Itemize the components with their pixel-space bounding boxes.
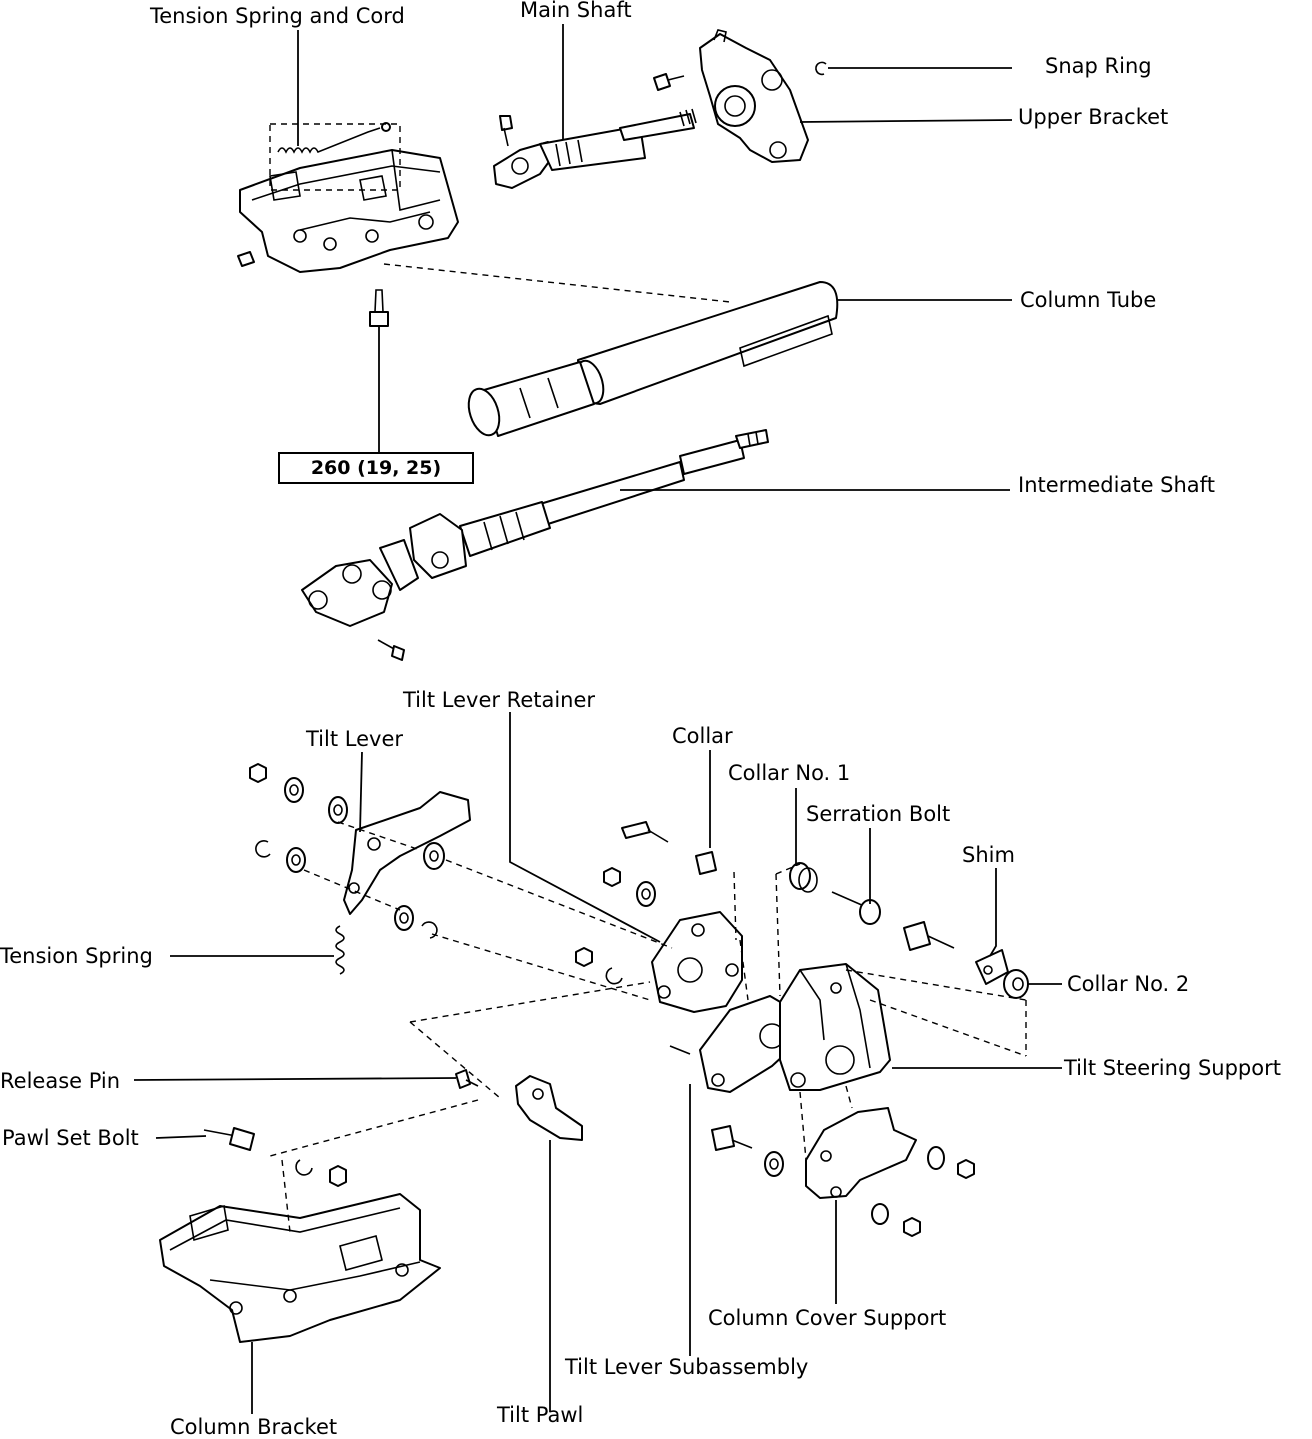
label-pawl-set-bolt: Pawl Set Bolt [2, 1126, 139, 1150]
label-collar: Collar [672, 724, 733, 748]
upper-bracket-bolt [653, 73, 685, 91]
shim-part [975, 949, 1009, 985]
label-tilt-pawl: Tilt Pawl [497, 1403, 584, 1427]
tension-spring-part [335, 925, 345, 975]
label-tilt-steering-support: Tilt Steering Support [1064, 1056, 1281, 1080]
label-collar-no1: Collar No. 1 [728, 761, 851, 785]
bracket-bolt-small [237, 251, 255, 267]
tilt-lever-part [343, 791, 471, 915]
pawl-set-bolt-part [203, 1127, 255, 1151]
cover-support-hardware [711, 1125, 975, 1237]
label-column-cover-support: Column Cover Support [708, 1306, 947, 1330]
leader-lines [133, 24, 1062, 1414]
label-shim: Shim [962, 843, 1015, 867]
label-intermediate-shaft: Intermediate Shaft [1018, 473, 1215, 497]
label-main-shaft: Main Shaft [520, 0, 632, 22]
label-release-pin: Release Pin [0, 1069, 121, 1093]
label-tilt-lever: Tilt Lever [306, 727, 403, 751]
serration-bolt-part [831, 891, 881, 925]
column-tube-part [467, 281, 839, 437]
label-tilt-lever-subassembly: Tilt Lever Subassembly [565, 1355, 809, 1379]
collar-no2-part [1003, 969, 1029, 999]
snap-ring-part [815, 61, 827, 76]
main-shaft-part [493, 108, 697, 189]
release-pin-part [455, 1069, 479, 1089]
collar-no1-part [789, 862, 818, 893]
lever-hardware [249, 763, 445, 939]
label-snap-ring: Snap Ring [1045, 54, 1152, 78]
label-serration-bolt: Serration Bolt [806, 802, 951, 826]
column-bracket-part [159, 1193, 441, 1343]
label-column-bracket: Column Bracket [170, 1415, 338, 1439]
tilt-lever-retainer-part [651, 911, 743, 1013]
tension-spring-and-cord-part [277, 122, 391, 154]
assembly-dashed-lines [269, 821, 1027, 1233]
label-column-tube: Column Tube [1020, 288, 1157, 312]
tilt-steering-support-part [779, 963, 891, 1091]
torque-bolt [369, 289, 389, 327]
main-shaft-bolt [499, 115, 513, 147]
torque-spec-box: 260 (19, 25) [278, 452, 474, 484]
retainer-hardware [575, 821, 717, 985]
column-bracket-hardware [295, 1159, 347, 1187]
label-tilt-lever-retainer: Tilt Lever Retainer [403, 688, 596, 712]
tilt-pawl-part [515, 1075, 583, 1141]
upper-bracket-part [699, 29, 809, 163]
label-tension-spring-and-cord: Tension Spring and Cord [150, 4, 405, 28]
intermediate-shaft-bolt [377, 639, 405, 661]
label-collar-no2: Collar No. 2 [1067, 972, 1190, 996]
intermediate-shaft-part [301, 429, 769, 627]
column-cover-support-part [805, 1107, 917, 1199]
upper-column-bracket-part [239, 123, 459, 273]
steering-support-bolt [903, 921, 955, 951]
label-upper-bracket: Upper Bracket [1018, 105, 1169, 129]
label-tension-spring: Tension Spring [0, 944, 153, 968]
